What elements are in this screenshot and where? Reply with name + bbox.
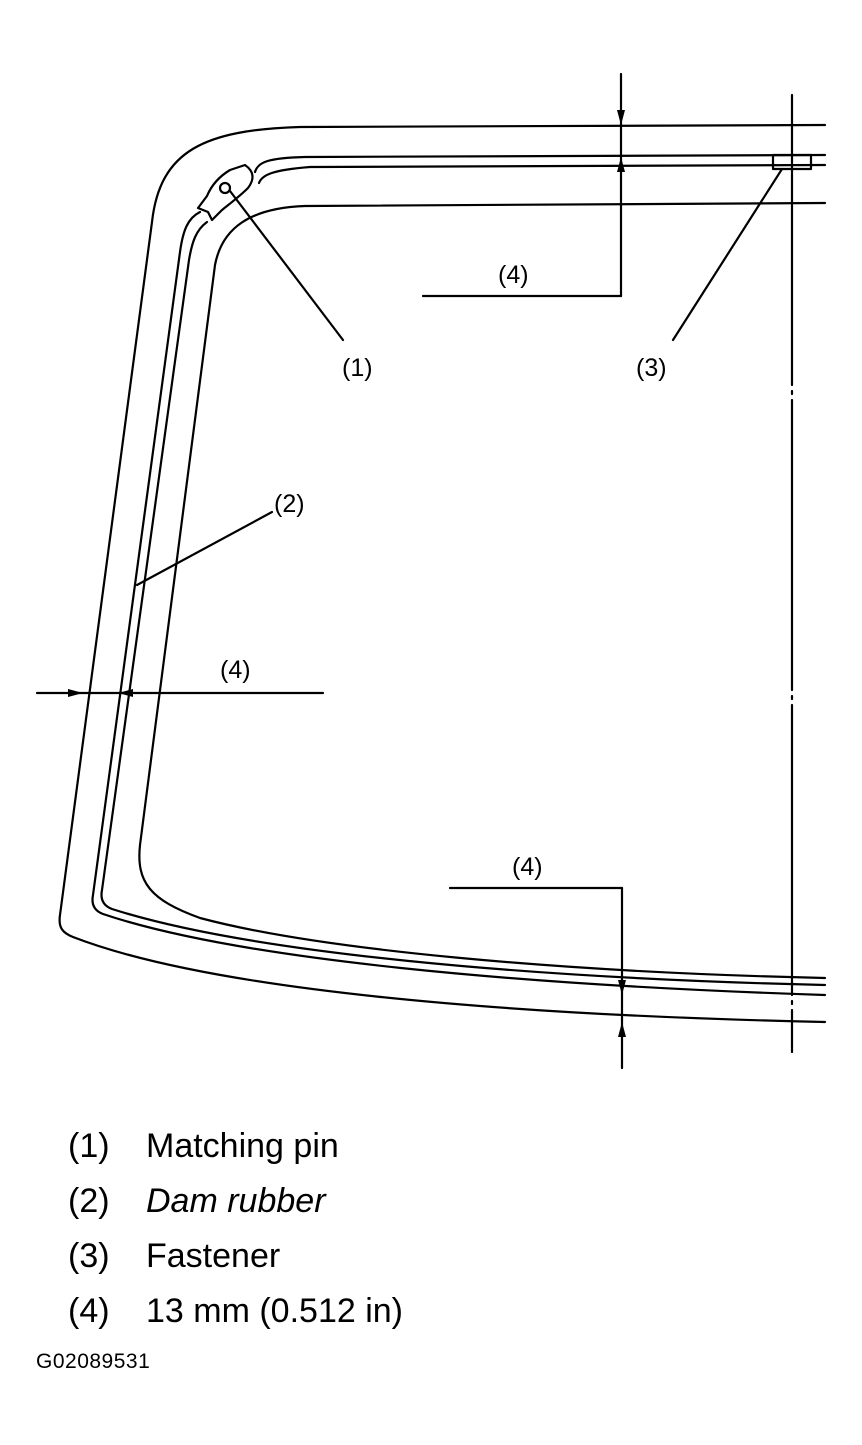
matching-pin-icon (218, 181, 232, 195)
legend-text: Fastener (146, 1236, 281, 1275)
callout-fastener: (3) (636, 354, 667, 382)
callout-matching-pin: (1) (342, 354, 373, 382)
arrow-bottom-down (618, 980, 626, 995)
matching-pin-bracket (196, 163, 254, 222)
arrow-top-up (617, 157, 625, 172)
leader-line-3 (671, 167, 784, 342)
legend-number: (1) (68, 1126, 110, 1165)
legend-number: (2) (68, 1181, 110, 1220)
callout-dam-rubber: (2) (274, 490, 305, 518)
fastener-icon (771, 153, 813, 171)
callout-dimension-side: (4) (220, 656, 251, 684)
legend: (1) Matching pin (2) Dam rubber (3) Fast… (68, 1118, 403, 1338)
callout-dimension-bottom: (4) (512, 853, 543, 881)
windshield-diagram: (1) (2) (3) (4) (4) (4) (35, 72, 827, 1070)
callout-dimension-top: (4) (498, 261, 529, 289)
legend-text: Dam rubber (146, 1181, 326, 1220)
legend-text: 13 mm (0.512 in) (146, 1291, 403, 1330)
legend-item-matching-pin: (1) Matching pin (68, 1118, 403, 1173)
figure-id: G02089531 (36, 1350, 151, 1373)
legend-number: (4) (68, 1291, 110, 1330)
arrow-top-down (617, 110, 625, 125)
legend-text: Matching pin (146, 1126, 339, 1165)
arrow-side-left (118, 689, 133, 697)
leader-line-2 (135, 510, 274, 587)
arrow-bottom-up (618, 1022, 626, 1037)
legend-item-fastener: (3) Fastener (68, 1228, 403, 1283)
leader-line-1 (228, 189, 345, 342)
legend-item-dam-rubber: (2) Dam rubber (68, 1173, 403, 1228)
legend-item-dimension: (4) 13 mm (0.512 in) (68, 1283, 403, 1338)
inner-frame-edge (138, 201, 827, 980)
dam-rubber-inner-line (100, 163, 827, 987)
legend-number: (3) (68, 1236, 110, 1275)
arrow-side-right (68, 689, 83, 697)
dam-rubber-outer-line (91, 153, 827, 997)
glass-outer-edge (58, 123, 827, 1024)
